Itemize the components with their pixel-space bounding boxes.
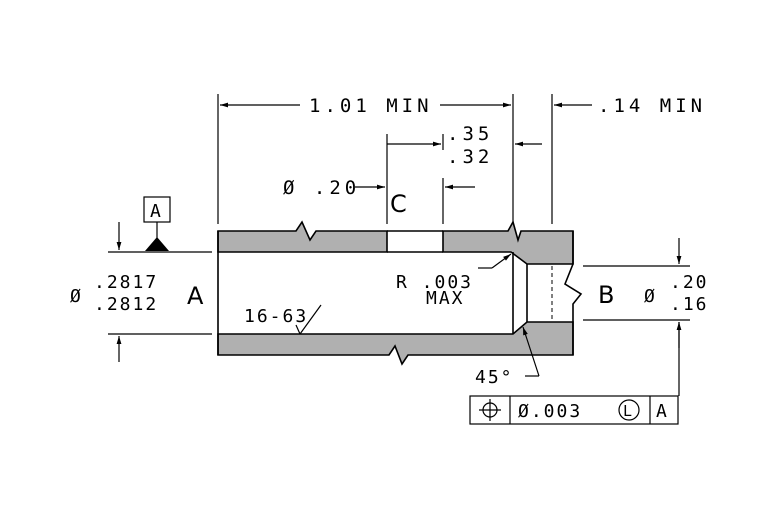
slot-pos-lower: .32: [447, 146, 493, 168]
bottom-wall: [217, 321, 574, 366]
fcf-modifier: L: [623, 402, 632, 420]
dim-slot-position: .35 .32: [386, 123, 542, 224]
end-dia-symbol: Ø: [644, 286, 657, 307]
dim-length: 1.01 MIN: [217, 94, 514, 224]
slot-pos-upper: .35: [447, 123, 493, 145]
datum-triangle-icon: [145, 237, 169, 251]
feature-control-frame: Ø.003 L A: [469, 395, 679, 425]
top-wall: [217, 220, 388, 253]
top-wall-right: [442, 219, 574, 265]
dim-radius: R .003 MAX: [396, 253, 512, 309]
end-upper: .20: [670, 272, 709, 293]
bore-label-a: A: [187, 282, 204, 310]
length-min-label: 1.01 MIN: [309, 95, 433, 117]
datum-letter: A: [150, 201, 161, 222]
datum-feature-a: A: [143, 196, 171, 251]
position-icon: [479, 399, 501, 421]
land-min-label: .14 MIN: [598, 95, 706, 117]
dim-end: B Ø .20 .16: [583, 238, 709, 396]
slot-label-c: C: [390, 190, 407, 218]
end-lower: .16: [670, 294, 709, 315]
bore-dia-symbol: Ø: [70, 286, 83, 307]
chamfer-label: 45°: [475, 367, 514, 388]
surface-finish: 16-63: [244, 304, 322, 335]
dim-chamfer: 45°: [475, 326, 540, 388]
slot-dia-label: Ø .20: [283, 177, 360, 199]
dim-land: .14 MIN: [551, 94, 706, 224]
fcf-tolerance: Ø.003: [518, 401, 582, 422]
bore-upper: .2817: [94, 272, 158, 293]
radius-r-label: R .003: [396, 272, 473, 293]
end-label-b: B: [598, 281, 614, 309]
lmc-modifier-icon: L: [618, 399, 640, 421]
right-end-break: [564, 231, 583, 355]
part-body: [217, 219, 583, 366]
dim-slot-dia: Ø .20 C: [283, 177, 475, 224]
fcf-datum: A: [656, 401, 667, 422]
radius-max-label: MAX: [426, 288, 465, 309]
finish-label: 16-63: [244, 306, 308, 327]
bore-lower: .2812: [94, 294, 158, 315]
dim-bore: Ø .2817 .2812 A: [70, 222, 212, 362]
